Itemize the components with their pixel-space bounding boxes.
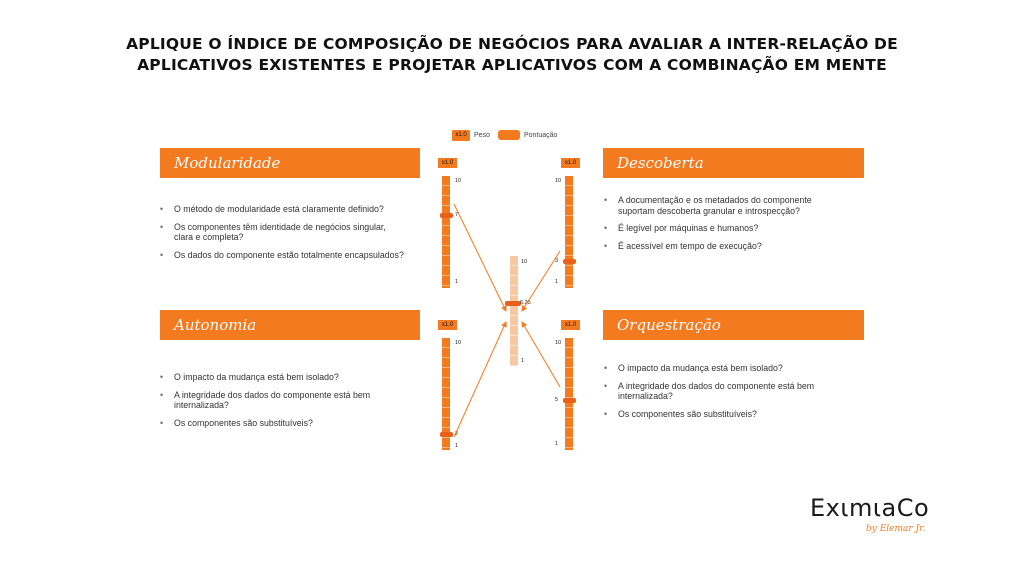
list-item: Os componentes são substituíveis?: [604, 409, 849, 420]
title-line-1: APLIQUE O ÍNDICE DE COMPOSIÇÃO DE NEGÓCI…: [126, 35, 898, 53]
score-label: 5: [555, 396, 559, 403]
list-autonomia: O impacto da mudança está bem isolado? A…: [160, 372, 405, 435]
list-item: Os componentes são substituíveis?: [160, 418, 405, 429]
eximiaco-logo: ExιmιaCo: [810, 494, 930, 522]
score-bar: [565, 338, 573, 450]
list-item: O método de modularidade está claramente…: [160, 204, 405, 215]
max-label: 10: [555, 340, 562, 346]
min-label: 1: [455, 443, 459, 449]
max-label: 10: [455, 340, 462, 346]
weight-badge: x1.0: [438, 320, 457, 330]
legend-score-label: Pontuação: [523, 131, 558, 139]
arrow-modularidade: [453, 203, 507, 312]
legend: x1.0 Peso Pontuação: [452, 128, 557, 142]
score-marker: [440, 432, 453, 438]
score-label: 2: [455, 431, 459, 438]
legend-score-swatch: [497, 130, 520, 140]
result-marker: [505, 300, 521, 306]
weight-badge: x1.0: [561, 320, 580, 330]
list-item: Os dados do componente estão totalmente …: [160, 250, 405, 261]
score-marker: [563, 258, 576, 264]
list-item: Os componentes têm identidade de negócio…: [160, 222, 405, 243]
list-item: A integridade dos dados do componente es…: [160, 390, 405, 411]
min-label: 1: [455, 279, 459, 285]
list-item: A integridade dos dados do componente es…: [604, 381, 849, 402]
legend-weight-badge: x1.0: [452, 129, 470, 141]
result-bar: [510, 256, 518, 366]
list-modularidade: O método de modularidade está claramente…: [160, 204, 405, 267]
weight-badge: x1.0: [438, 158, 457, 168]
list-item: É acessível em tempo de execução?: [604, 241, 849, 252]
list-descoberta: A documentação e os metadados do compone…: [604, 195, 849, 258]
max-label: 10: [555, 178, 562, 184]
page-title: APLIQUE O ÍNDICE DE COMPOSIÇÃO DE NEGÓCI…: [0, 34, 1024, 76]
list-item: O impacto da mudança está bem isolado?: [604, 363, 849, 374]
title-line-2: APLICATIVOS EXISTENTES E PROJETAR APLICA…: [137, 56, 887, 74]
min-label: 1: [555, 279, 559, 285]
arrow-descoberta: [521, 250, 561, 312]
list-item: É legível por máquinas e humanos?: [604, 223, 849, 234]
list-orquestracao: O impacto da mudança está bem isolado? A…: [604, 363, 849, 426]
banner-descoberta: Descoberta: [603, 148, 864, 178]
result-score-label: 6.25: [520, 299, 531, 306]
result-min-label: 1: [521, 358, 525, 364]
min-label: 1: [555, 441, 559, 447]
weight-badge: x1.0: [561, 158, 580, 168]
banner-autonomia: Autonomia: [160, 310, 420, 340]
banner-orquestracao: Orquestração: [603, 310, 864, 340]
result-max-label: 10: [521, 259, 528, 265]
score-label: 7: [455, 211, 459, 218]
score-bar: [442, 176, 450, 288]
legend-weight-label: Peso: [474, 131, 490, 139]
list-item: A documentação e os metadados do compone…: [604, 195, 849, 216]
banner-modularidade: Modularidade: [160, 148, 420, 178]
arrow-orquestracao: [521, 321, 561, 388]
score-marker: [563, 397, 576, 403]
arrow-autonomia: [453, 321, 507, 438]
score-label: 3: [555, 257, 559, 264]
logo-tagline: by Elemar Jr.: [866, 524, 926, 534]
list-item: O impacto da mudança está bem isolado?: [160, 372, 405, 383]
score-bar: [442, 338, 450, 450]
score-bar: [565, 176, 573, 288]
max-label: 10: [455, 178, 462, 184]
score-marker: [440, 212, 453, 218]
